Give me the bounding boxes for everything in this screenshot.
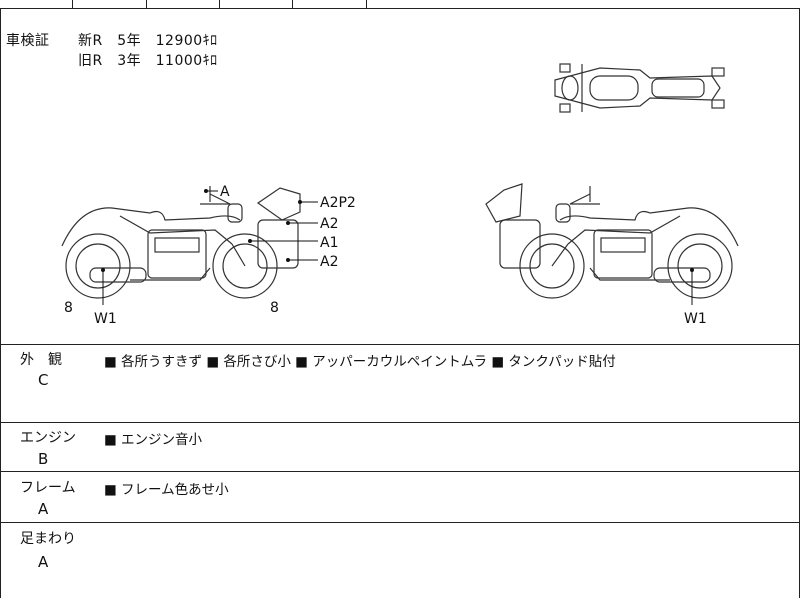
mark-left-a1: A1 bbox=[320, 235, 338, 251]
bike-left-view bbox=[61, 186, 301, 299]
section-notes: ■ フレーム色あせ小 bbox=[104, 482, 229, 498]
motorcycle-diagram: A A2P2 A2 A1 A2 8 8 W1 W1 bbox=[61, 63, 739, 327]
table-divider bbox=[146, 0, 147, 8]
registration-new: 新R 5年 12900ｷﾛ bbox=[78, 33, 218, 49]
mark-rear-tire: 8 bbox=[270, 300, 279, 316]
table-divider bbox=[72, 0, 73, 8]
section-title: 外 観 bbox=[20, 352, 62, 368]
section-title: エンジン bbox=[20, 430, 76, 446]
registration-label: 車検証 bbox=[6, 33, 50, 49]
diagram-panel: 車検証 新R 5年 12900ｷﾛ 旧R 3年 11000ｷﾛ bbox=[0, 8, 800, 345]
mark-left-w1: W1 bbox=[94, 311, 117, 327]
mark-left-a2p2: A2P2 bbox=[320, 195, 356, 211]
mark-front-tire: 8 bbox=[64, 300, 73, 316]
bike-left-leaders bbox=[101, 189, 318, 305]
section-exterior: 外 観 C ■ 各所うすきず ■ 各所さび小 ■ アッパーカウルペイントムラ ■… bbox=[0, 344, 800, 423]
section-grade: A bbox=[38, 500, 49, 518]
section-grade: C bbox=[38, 371, 49, 389]
bike-right-leaders bbox=[690, 268, 694, 305]
section-grade: B bbox=[38, 450, 49, 468]
section-suspension: 足まわり A bbox=[0, 523, 800, 600]
section-engine: エンジン B ■ エンジン音小 bbox=[0, 423, 800, 472]
table-divider bbox=[292, 0, 293, 8]
bike-top-view bbox=[554, 63, 725, 113]
section-frame: フレーム A ■ フレーム色あせ小 bbox=[0, 472, 800, 523]
mark-left-a: A bbox=[220, 184, 230, 200]
section-grade: A bbox=[38, 553, 49, 571]
table-divider bbox=[366, 0, 367, 8]
section-notes: ■ エンジン音小 bbox=[104, 432, 203, 448]
mark-left-a2-upper: A2 bbox=[320, 216, 338, 232]
table-divider bbox=[219, 0, 220, 8]
mark-left-a2-lower: A2 bbox=[320, 254, 338, 270]
mark-right-w1: W1 bbox=[684, 311, 707, 327]
bike-right-view bbox=[485, 183, 739, 299]
registration-old: 旧R 3年 11000ｷﾛ bbox=[78, 53, 218, 69]
section-title: 足まわり bbox=[20, 531, 76, 547]
section-title: フレーム bbox=[20, 480, 76, 496]
top-table-edge bbox=[0, 0, 800, 9]
section-notes: ■ 各所うすきず ■ 各所さび小 ■ アッパーカウルペイントムラ ■ タンクパッ… bbox=[104, 354, 616, 370]
